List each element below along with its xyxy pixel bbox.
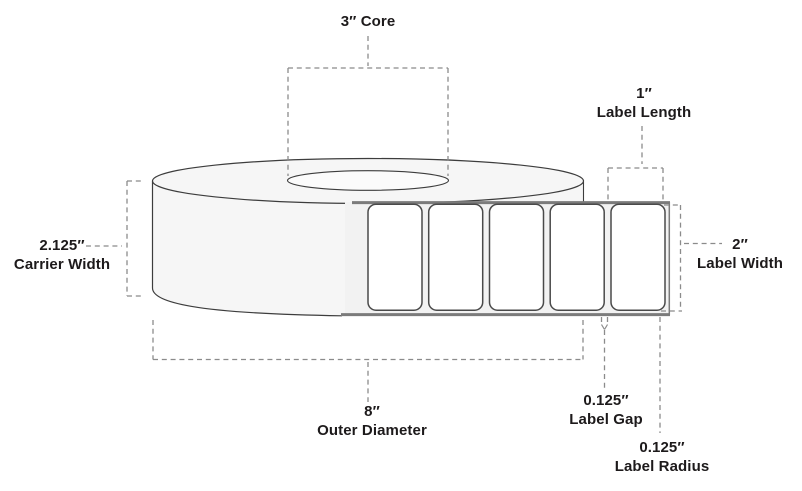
label-gap-pointer-ticks xyxy=(600,324,609,330)
label-width-dimension-label: 2″ Label Width xyxy=(697,235,783,273)
label-strip xyxy=(341,201,671,317)
outer-diameter-caption: Outer Diameter xyxy=(317,422,427,439)
core-dimension-lines xyxy=(287,36,449,176)
carrier-width-value: 2.125″ xyxy=(39,237,85,254)
label-radius-caption: Label Radius xyxy=(614,458,710,475)
labels xyxy=(367,203,666,311)
label-length-caption: Label Length xyxy=(596,104,692,121)
carrier-width-dimension-lines xyxy=(86,180,144,297)
label-radius-value: 0.125″ xyxy=(639,439,685,456)
label-length-value: 1″ xyxy=(636,85,652,102)
label-gap-dimension-lines xyxy=(600,317,609,388)
label-sticker xyxy=(549,203,605,311)
roll-core-hole xyxy=(286,170,450,191)
label-length-dimension-lines xyxy=(607,126,664,200)
label-width-caption: Label Width xyxy=(697,255,783,272)
roll-side-outline xyxy=(151,181,343,317)
label-width-value: 2″ xyxy=(732,236,748,253)
label-width-dimension-lines xyxy=(661,204,722,312)
carrier-width-dimension-label: 2.125″ Carrier Width xyxy=(14,236,110,274)
label-gap-dimension-label: 0.125″ Label Gap xyxy=(569,391,642,429)
label-radius-dimension-label: 0.125″ Label Radius xyxy=(615,438,710,476)
label-sticker xyxy=(610,203,666,311)
label-gap-caption: Label Gap xyxy=(569,411,643,428)
carrier-width-caption: Carrier Width xyxy=(13,256,111,273)
label-gap-value: 0.125″ xyxy=(583,392,629,409)
outer-diameter-value: 8″ xyxy=(364,403,380,420)
label-length-dimension-label: 1″ Label Length xyxy=(597,84,692,122)
label-sticker xyxy=(427,203,484,311)
outer-diameter-dimension-lines xyxy=(152,320,584,402)
label-sticker xyxy=(488,203,545,311)
label-sticker xyxy=(367,203,423,311)
core-dimension-label: 3″ Core xyxy=(341,12,396,31)
outer-diameter-dimension-label: 8″ Outer Diameter xyxy=(317,402,427,440)
core-dimension-value: 3″ Core xyxy=(340,13,396,30)
